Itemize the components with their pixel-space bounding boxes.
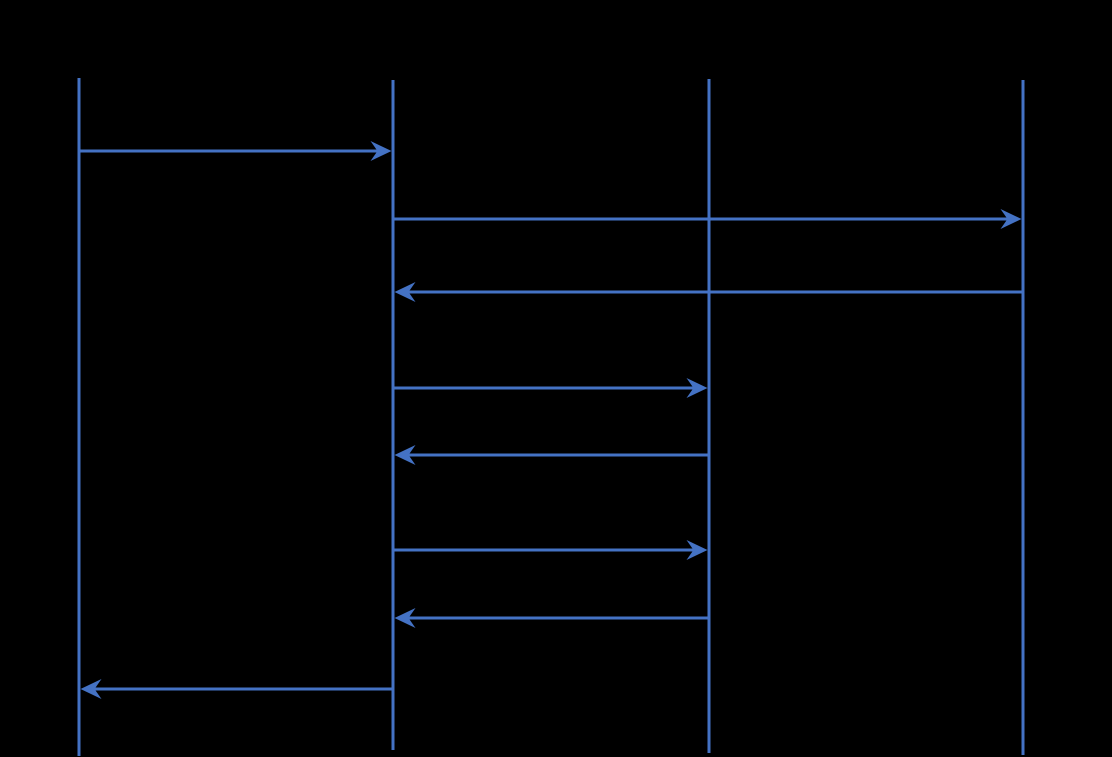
message-3-arrowhead-icon [394, 282, 416, 302]
message-5-arrowhead-icon [394, 445, 416, 465]
message-2-arrowhead-icon [1000, 209, 1022, 229]
message-6-arrowhead-icon [686, 540, 708, 560]
message-7-arrowhead-icon [394, 608, 416, 628]
message-4-arrowhead-icon [686, 378, 708, 398]
message-1-arrowhead-icon [370, 141, 392, 161]
message-8-arrowhead-icon [80, 679, 102, 699]
